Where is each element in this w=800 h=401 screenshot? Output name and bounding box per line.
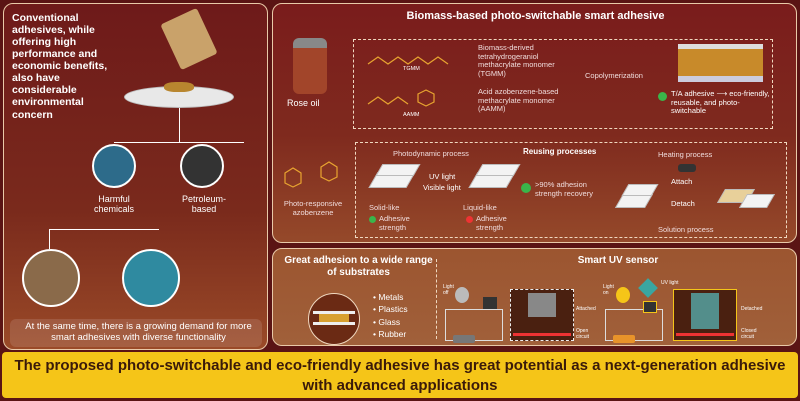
panel-title: Biomass-based photo-switchable smart adh… (406, 10, 665, 22)
heater-icon (678, 164, 696, 172)
closed-circuit-label: Closed circuit (741, 328, 757, 340)
solid-strength-label: Adhesive strength (379, 214, 410, 232)
uv-light-label: UV light (429, 172, 456, 181)
aamm-description: Acid azobenzene-based methacrylate monom… (478, 87, 559, 114)
oil-barrel-icon (180, 144, 224, 188)
glue-blob-icon (164, 82, 194, 92)
detach-label: Detach (671, 199, 695, 208)
uv-light-label: UV light (661, 280, 679, 286)
visible-light-label: Visible light (423, 183, 461, 192)
applications-panel: Great adhesion to a wide range of substr… (272, 248, 797, 346)
bulb-off-icon (455, 287, 469, 303)
petroleum-label: Petroleum-based (181, 194, 226, 215)
azobenzene-label: Photo-responsive azobenzene (283, 199, 343, 217)
smart-adhesive-panel: Biomass-based photo-switchable smart adh… (272, 3, 797, 243)
solution-label: Solution process (658, 225, 714, 234)
conclusion-text: The proposed photo-switchable and eco-fr… (14, 357, 786, 394)
battery-icon (453, 335, 475, 343)
light-off-label: Light off (443, 284, 454, 296)
liquid-like-label: Liquid-like (463, 203, 497, 212)
rose-oil-bottle-icon (293, 38, 327, 94)
battery-icon-2 (613, 335, 635, 343)
solid-like-label: Solid-like (369, 203, 400, 212)
environmental-concern-panel: Conventional adhesives, while offering h… (3, 3, 268, 350)
open-circuit-label: Open circuit (576, 328, 590, 340)
aamm-label: AAMM (403, 112, 420, 118)
attach-label: Attach (671, 177, 693, 186)
uv-lamp-icon (638, 278, 658, 298)
intro-text: Conventional adhesives, while offering h… (12, 12, 108, 121)
substrate-item: • Metals (373, 292, 404, 302)
liquid-strength-label: Adhesive strength (476, 214, 507, 232)
monomer-structures-icon (367, 56, 449, 107)
ocean-pollution-image (122, 249, 180, 307)
conclusion-banner: The proposed photo-switchable and eco-fr… (2, 352, 798, 398)
harmful-label: Harmful chemicals (93, 194, 134, 215)
detached-label: Detached (741, 306, 763, 312)
ta-adhesive-label: T/A adhesive ⟶ eco-friendly, reusable, a… (671, 89, 770, 116)
arrow-down-icon (466, 216, 473, 223)
substrate-list: • Metals • Plastics • Glass • Rubber (373, 291, 408, 340)
recovery-check-icon (521, 183, 531, 193)
sensor-chip-icon-2 (643, 301, 657, 313)
tgmm-label: TGMM (403, 66, 420, 72)
photodynamic-label: Photodynamic process (393, 149, 469, 158)
demand-text: At the same time, there is a growing dem… (25, 321, 252, 343)
glue-bottle-icon (160, 7, 218, 71)
recovery-label: >90% adhesion strength recovery (535, 180, 593, 198)
check-icon (658, 92, 667, 101)
drought-image (22, 249, 80, 307)
rose-oil-label: Rose oil (287, 98, 320, 108)
sensor-chip-icon (483, 297, 497, 309)
tgmm-description: Biomass-derived tetrahydrogeraniol metha… (478, 43, 555, 78)
substrate-item: • Glass (373, 316, 401, 327)
sensor-title: Smart UV sensor (577, 255, 659, 266)
adhesive-joint-image (678, 44, 763, 82)
arrow-up-icon (369, 216, 376, 223)
light-on-label: Light on (603, 284, 614, 296)
reusing-title: Reusing processes (523, 147, 597, 156)
flask-hazard-icon (92, 144, 136, 188)
attached-label: Attached (576, 306, 596, 312)
copolymerization-label: Copolymerization (585, 71, 643, 80)
azobenzene-structure-icon (284, 161, 338, 188)
adhesion-title: Great adhesion to a wide range of substr… (284, 255, 433, 278)
bulb-on-icon (616, 287, 630, 303)
substrate-item: • Rubber (373, 328, 407, 339)
substrate-item: • Plastics (373, 304, 408, 315)
heating-label: Heating process (658, 150, 713, 159)
